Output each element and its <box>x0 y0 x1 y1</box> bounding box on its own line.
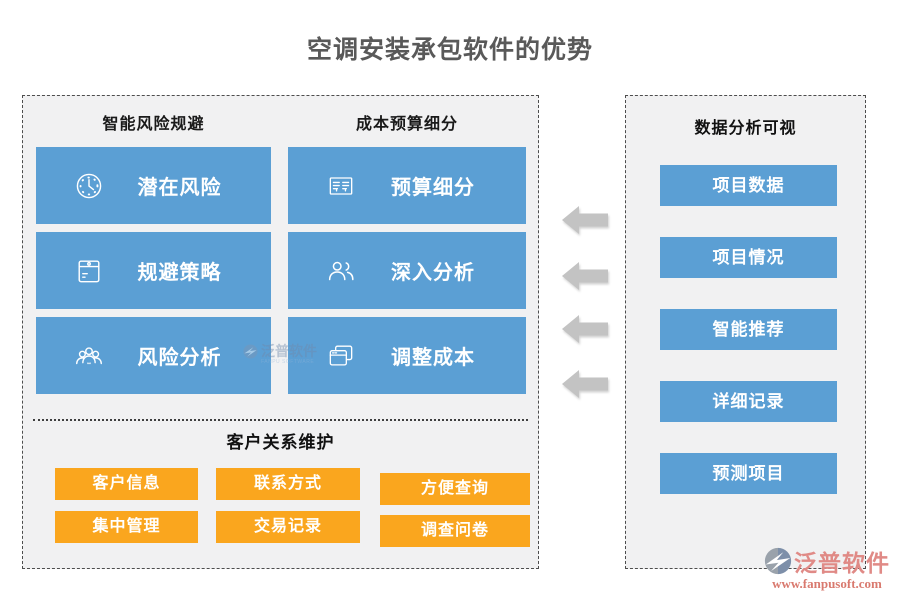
section-header-budget: 成本预算细分 <box>355 116 458 133</box>
logo-name: 泛普软件 <box>794 550 890 576</box>
crm-btn-customer-info: 客户信息 <box>55 468 198 500</box>
tile-avoidance-strategy: 规避策略 <box>36 232 271 309</box>
crm-btn-easy-query: 方便查询 <box>380 473 530 505</box>
tile-label: 规避策略 <box>137 262 222 284</box>
crm-btn-contact: 联系方式 <box>216 468 360 500</box>
page-title: 空调安装承包软件的优势 <box>306 36 593 64</box>
crm-btn-transactions: 交易记录 <box>216 511 360 543</box>
left-arrow-icon <box>562 262 608 290</box>
dotted-separator <box>33 419 528 421</box>
left-arrow-icon <box>562 206 608 234</box>
tile-potential-risk: 潜在风险 <box>36 147 271 224</box>
data-btn-project-data: 项目数据 <box>660 165 837 206</box>
crm-btn-central-mgmt: 集中管理 <box>55 511 198 543</box>
section-header-crm: 客户关系维护 <box>226 433 335 452</box>
tile-label: 深入分析 <box>391 262 475 284</box>
watermark-name: 泛普软件 <box>261 343 317 359</box>
left-arrow-icon <box>562 315 608 343</box>
left-arrow-icon <box>562 370 608 398</box>
tile-adjust-cost: 调整成本 <box>288 317 526 394</box>
tile-label: 调整成本 <box>391 347 475 369</box>
data-btn-forecast-project: 预测项目 <box>660 453 837 494</box>
tile-deep-analysis: 深入分析 <box>288 232 526 309</box>
tile-label: 潜在风险 <box>137 177 222 199</box>
group-icon <box>72 339 106 373</box>
tile-risk-analysis: 风险分析 <box>36 317 271 394</box>
section-header-risk: 智能风险规避 <box>102 116 205 133</box>
section-header-data-analysis: 数据分析可视 <box>694 120 797 137</box>
fanpu-logo-icon <box>243 344 258 359</box>
left-panel: 智能风险规避 成本预算细分 潜在风险 规避策略 <box>22 95 539 569</box>
fanpu-logo: 泛普软件 www.fanpusoft.com <box>764 544 890 592</box>
data-btn-project-status: 项目情况 <box>660 237 837 278</box>
users-icon <box>324 254 358 288</box>
windows-icon <box>324 339 358 373</box>
watermark: 泛普软件 FANPU SOFTWARE <box>243 344 317 365</box>
watermark-subtext: FANPU SOFTWARE <box>261 359 315 365</box>
data-btn-smart-recommend: 智能推荐 <box>660 309 837 350</box>
clock-icon <box>72 169 106 203</box>
tile-budget-breakdown: 预算细分 <box>288 147 526 224</box>
logo-url: www.fanpusoft.com <box>772 576 882 591</box>
envelope-icon <box>72 254 106 288</box>
report-icon <box>324 169 358 203</box>
data-btn-detailed-records: 详细记录 <box>660 381 837 422</box>
right-panel: 数据分析可视 项目数据 项目情况 智能推荐 详细记录 预测项目 <box>625 95 866 569</box>
tile-label: 风险分析 <box>137 347 222 369</box>
fanpu-logo-icon <box>764 547 792 575</box>
tile-label: 预算细分 <box>391 177 475 199</box>
crm-btn-survey: 调查问卷 <box>380 515 530 547</box>
